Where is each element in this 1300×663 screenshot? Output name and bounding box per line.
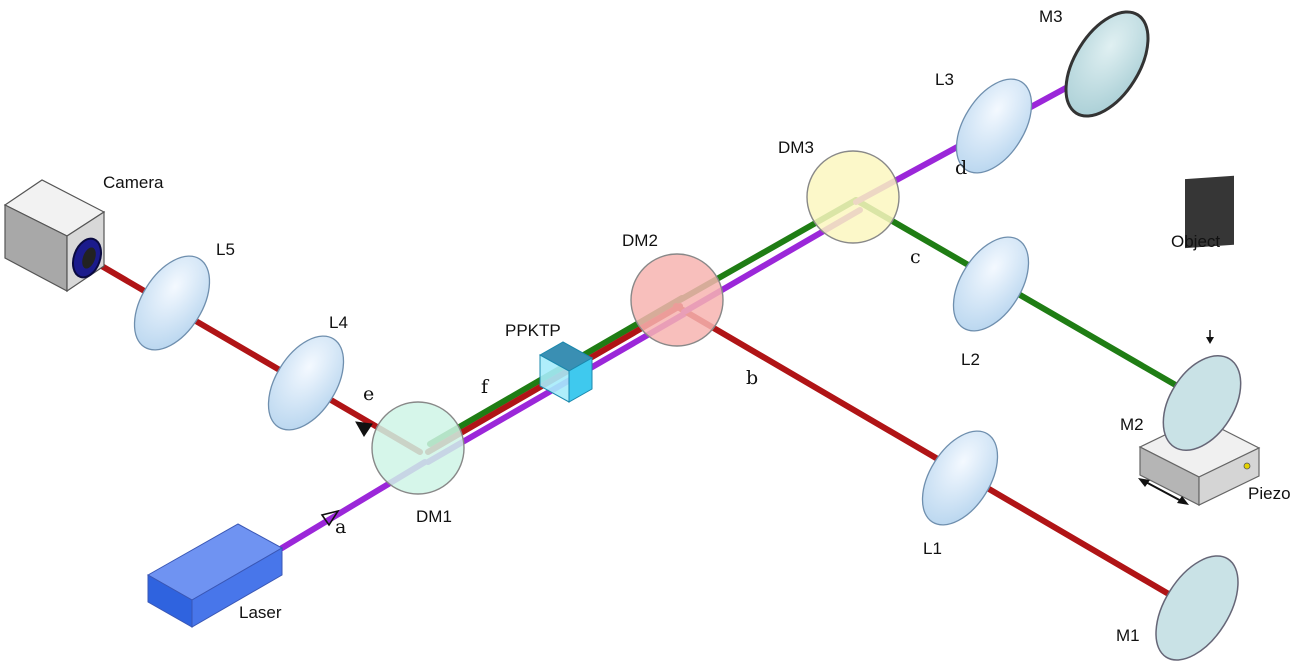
lens-l2 — [952, 236, 1030, 332]
arrow-a-icon — [320, 509, 340, 527]
lens-l3 — [955, 78, 1033, 174]
path-label-f: f — [481, 376, 489, 398]
smiley-face-icon — [1195, 273, 1227, 304]
laser — [146, 523, 284, 628]
dichroic-dm2 — [630, 253, 724, 347]
label-l4: L4 — [329, 313, 348, 332]
lens-l1 — [921, 430, 999, 526]
dichroic-dm1 — [371, 401, 465, 495]
label-m2: M2 — [1120, 415, 1144, 434]
label-l1: L1 — [923, 539, 942, 558]
label-camera: Camera — [103, 173, 164, 192]
path-label-b: b — [746, 367, 759, 389]
label-m1: M1 — [1116, 626, 1140, 645]
mirror-m1 — [1155, 555, 1239, 661]
label-m3: M3 — [1039, 7, 1063, 26]
beams — [85, 61, 1201, 613]
beam-idler-dm2-m1 — [673, 303, 1199, 613]
dichroic-dm3 — [806, 150, 900, 244]
label-dm1: DM1 — [416, 507, 452, 526]
label-dm3: DM3 — [778, 138, 814, 157]
label-l5: L5 — [216, 240, 235, 259]
label-piezo: Piezo — [1248, 484, 1291, 503]
path-label-a: a — [335, 516, 347, 538]
label-dm2: DM2 — [622, 231, 658, 250]
mirror-m2 — [1162, 355, 1242, 451]
path-label-d: d — [955, 157, 968, 179]
ppktp-crystal — [538, 341, 594, 403]
path-label-e: e — [363, 383, 375, 405]
dichroic-mirrors — [371, 150, 900, 495]
label-object: Object — [1171, 232, 1221, 251]
label-laser: Laser — [239, 603, 282, 622]
label-ppktp: PPKTP — [505, 321, 561, 340]
label-l3: L3 — [935, 70, 954, 89]
lens-l4 — [267, 335, 345, 431]
mirror-m3 — [1064, 10, 1150, 118]
arrow-e-icon — [355, 421, 373, 437]
lenses — [133, 78, 1033, 526]
label-l2: L2 — [961, 350, 980, 369]
path-label-c: c — [910, 246, 921, 268]
mirrors — [1064, 10, 1239, 661]
object — [1185, 175, 1234, 344]
lens-l5 — [133, 255, 211, 351]
camera — [3, 179, 106, 293]
beam-idler-camera — [85, 255, 423, 455]
beam-signal-dm3-m2 — [853, 197, 1201, 401]
